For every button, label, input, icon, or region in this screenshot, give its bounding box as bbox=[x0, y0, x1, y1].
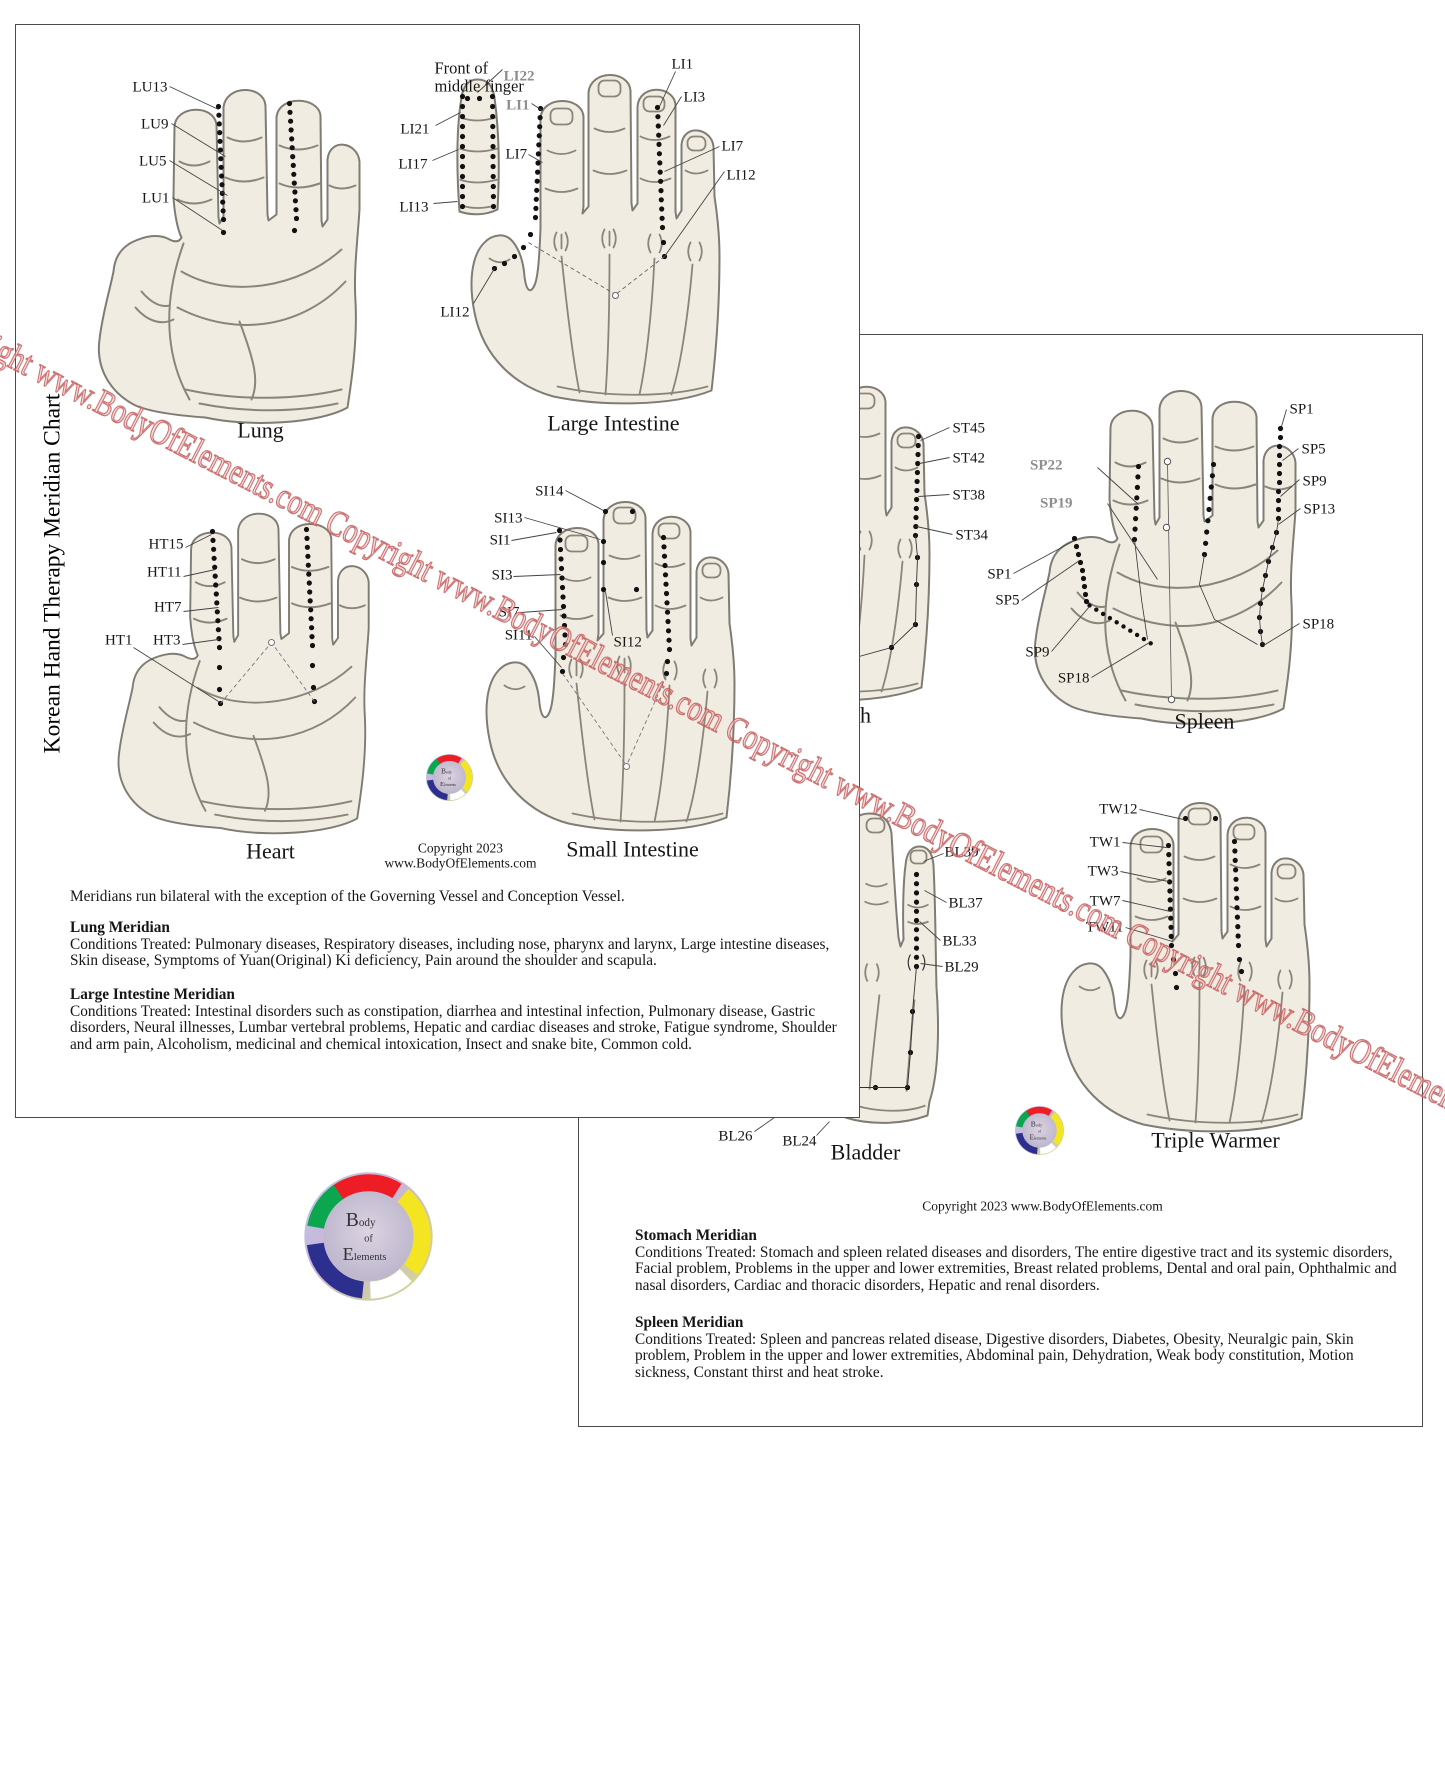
svg-text:TW1: TW1 bbox=[1090, 835, 1121, 851]
svg-text:LU5: LU5 bbox=[139, 154, 167, 170]
svg-text:of: of bbox=[448, 776, 452, 780]
svg-text:Lung: Lung bbox=[237, 418, 283, 443]
svg-text:SI7: SI7 bbox=[499, 605, 520, 621]
svg-text:SI14: SI14 bbox=[535, 484, 564, 500]
svg-text:HT11: HT11 bbox=[147, 565, 181, 581]
svg-text:LU9: LU9 bbox=[141, 117, 169, 133]
svg-text:HT7: HT7 bbox=[154, 600, 182, 616]
svg-text:Heart: Heart bbox=[246, 839, 295, 864]
svg-text:LI12: LI12 bbox=[440, 305, 469, 321]
svg-text:Body: Body bbox=[1031, 1120, 1043, 1129]
svg-text:LI21: LI21 bbox=[400, 122, 429, 138]
svg-text:BL33: BL33 bbox=[943, 934, 977, 950]
svg-text:HT3: HT3 bbox=[153, 633, 181, 649]
svg-text:SP13: SP13 bbox=[1304, 502, 1336, 518]
svg-text:LI12: LI12 bbox=[727, 168, 756, 184]
svg-text:LI13: LI13 bbox=[399, 200, 428, 216]
svg-text:Large Intestine: Large Intestine bbox=[547, 411, 679, 436]
svg-text:SI11: SI11 bbox=[505, 628, 533, 644]
svg-text:BL37: BL37 bbox=[949, 896, 984, 912]
svg-text:LI7: LI7 bbox=[506, 147, 528, 163]
svg-text:LI7: LI7 bbox=[722, 139, 744, 155]
svg-text:BL29: BL29 bbox=[945, 960, 979, 976]
svg-text:LU13: LU13 bbox=[133, 80, 168, 96]
svg-text:SI13: SI13 bbox=[494, 511, 522, 527]
svg-text:Copyright 2023 www.BodyOfEleme: Copyright 2023 www.BodyOfElements.com bbox=[922, 1199, 1163, 1214]
svg-text:LI1: LI1 bbox=[506, 98, 529, 114]
svg-text:SP18: SP18 bbox=[1303, 617, 1335, 633]
svg-text:ST34: ST34 bbox=[956, 528, 989, 544]
svg-text:BL39: BL39 bbox=[945, 845, 979, 861]
svg-text:SP22: SP22 bbox=[1030, 458, 1063, 474]
svg-text:ST42: ST42 bbox=[953, 451, 986, 467]
svg-text:SP1: SP1 bbox=[987, 567, 1011, 583]
svg-text:of: of bbox=[364, 1234, 373, 1245]
svg-text:SP19: SP19 bbox=[1040, 496, 1073, 512]
svg-text:of: of bbox=[1038, 1129, 1042, 1134]
svg-text:Elements: Elements bbox=[1030, 1134, 1047, 1142]
svg-text:LI22: LI22 bbox=[504, 69, 535, 85]
svg-text:SI3: SI3 bbox=[492, 568, 513, 584]
svg-text:middle finger: middle finger bbox=[435, 77, 525, 96]
svg-text:www.BodyOfElements.com: www.BodyOfElements.com bbox=[384, 856, 537, 871]
svg-text:Body: Body bbox=[441, 768, 453, 776]
svg-text:SP9: SP9 bbox=[1303, 474, 1327, 490]
svg-text:TW11: TW11 bbox=[1086, 920, 1124, 936]
svg-text:HT1: HT1 bbox=[105, 633, 133, 649]
svg-text:Elements: Elements bbox=[440, 781, 457, 788]
svg-text:SI12: SI12 bbox=[614, 635, 642, 651]
svg-text:Triple Warmer: Triple Warmer bbox=[1151, 1128, 1280, 1153]
svg-text:SP5: SP5 bbox=[1302, 442, 1326, 458]
svg-text:Front of: Front of bbox=[435, 59, 489, 78]
svg-text:TW7: TW7 bbox=[1090, 894, 1121, 910]
svg-text:ST38: ST38 bbox=[953, 488, 986, 504]
svg-text:BL24: BL24 bbox=[782, 1134, 817, 1150]
svg-text:SP1: SP1 bbox=[1290, 402, 1314, 418]
svg-text:LI3: LI3 bbox=[684, 90, 706, 106]
svg-text:SP5: SP5 bbox=[995, 593, 1019, 609]
svg-text:BL26: BL26 bbox=[718, 1129, 753, 1145]
svg-text:SP18: SP18 bbox=[1058, 671, 1090, 687]
svg-text:SI1: SI1 bbox=[490, 533, 511, 549]
svg-text:TW3: TW3 bbox=[1088, 864, 1119, 880]
svg-text:Copyright 2023: Copyright 2023 bbox=[418, 841, 503, 856]
svg-text:HT15: HT15 bbox=[149, 537, 184, 553]
svg-text:LI1: LI1 bbox=[672, 57, 694, 73]
svg-text:TW12: TW12 bbox=[1099, 802, 1137, 818]
svg-text:LI17: LI17 bbox=[398, 157, 428, 173]
svg-text:Small Intestine: Small Intestine bbox=[566, 837, 699, 862]
svg-text:LU1: LU1 bbox=[142, 191, 170, 207]
svg-text:Bladder: Bladder bbox=[831, 1140, 901, 1165]
svg-text:SP9: SP9 bbox=[1025, 645, 1049, 661]
svg-text:ST45: ST45 bbox=[953, 421, 986, 437]
svg-text:Spleen: Spleen bbox=[1175, 709, 1235, 734]
